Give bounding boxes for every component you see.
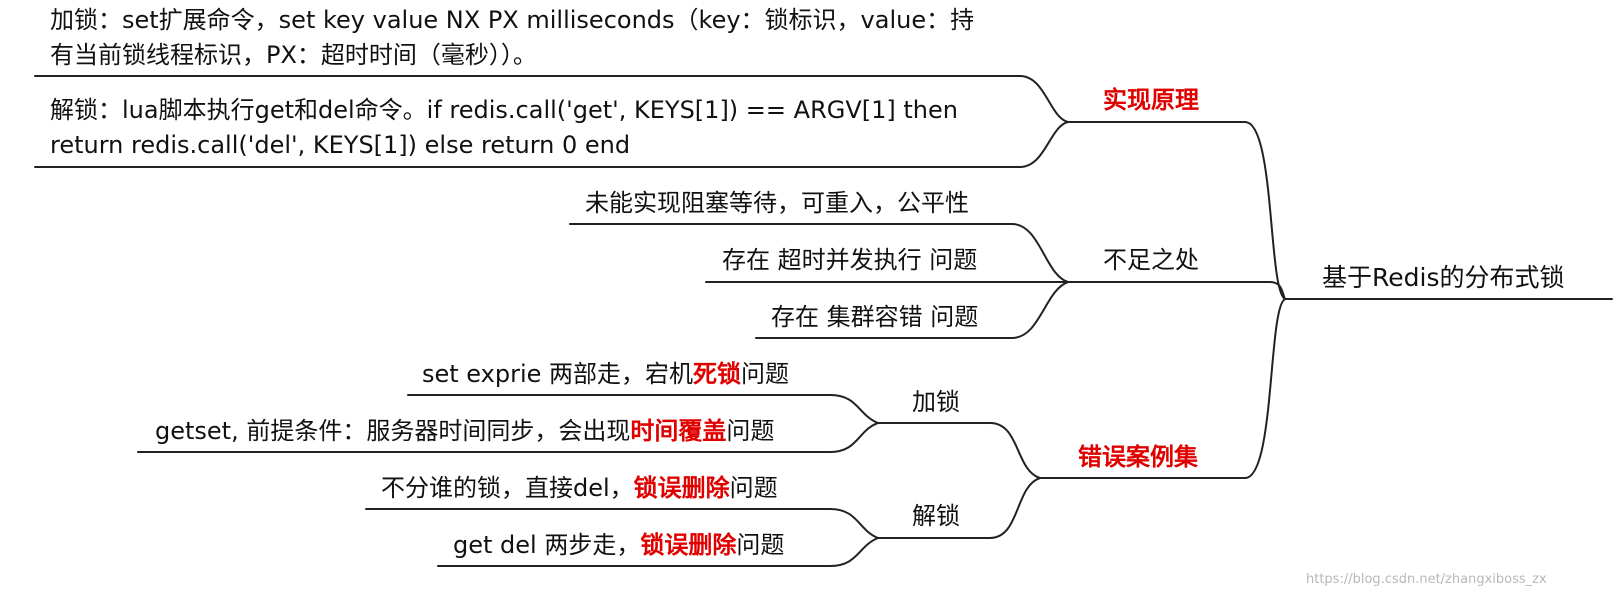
unlock-mistake-1-post: 问题 xyxy=(729,474,778,502)
lock-mistake-item-2: getset, 前提条件：服务器时间同步，会出现时间覆盖问题 xyxy=(155,413,774,449)
connector-short-3 xyxy=(1011,281,1069,339)
connector-unlock-1 xyxy=(829,508,879,539)
unlock-principle-line-1: 解锁：lua脚本执行get和del命令。if redis.call('get',… xyxy=(50,96,958,124)
shortcoming-item-1: 未能实现阻塞等待，可重入，公平性 xyxy=(585,189,969,217)
connector-root-principle xyxy=(1244,121,1286,300)
unlock-mistake-2-post: 问题 xyxy=(736,531,785,559)
mistake-group-unlock: 解锁 xyxy=(912,502,960,530)
connector-principle-lock xyxy=(1019,75,1069,123)
unlock-mistake-2-pre: get del 两步走， xyxy=(453,531,641,559)
connector-principle-unlock xyxy=(1019,121,1069,168)
unlock-mistake-item-2: get del 两步走，锁误删除问题 xyxy=(453,527,784,563)
connector-unlock-2 xyxy=(829,537,879,567)
watermark-text: https://blog.csdn.net/zhangxiboss_zx xyxy=(1306,572,1547,587)
unlock-mistake-2-highlight: 锁误删除 xyxy=(640,531,737,559)
lock-mistake-1-highlight: 死锁 xyxy=(693,360,742,388)
lock-mistake-2-highlight: 时间覆盖 xyxy=(630,417,727,445)
lock-mistake-1-post: 问题 xyxy=(741,360,790,388)
connector-mistakes-lock xyxy=(989,422,1041,479)
connector-lock-2 xyxy=(829,422,879,453)
root-node: 基于Redis的分布式锁 xyxy=(1322,263,1565,292)
unlock-mistake-item-1: 不分谁的锁，直接del，锁误删除问题 xyxy=(381,470,778,506)
branch-mistakes: 错误案例集 xyxy=(1078,443,1198,471)
branch-principle: 实现原理 xyxy=(1103,86,1199,114)
lock-mistake-1-pre: set exprie 两部走，宕机 xyxy=(422,360,694,388)
connector-root-shortcomings xyxy=(1269,281,1286,300)
connector-short-1 xyxy=(1011,223,1069,283)
lock-mistake-2-post: 问题 xyxy=(726,417,775,445)
unlock-principle-line-2: return redis.call('del', KEYS[1]) else r… xyxy=(50,131,631,159)
branch-shortcomings: 不足之处 xyxy=(1103,246,1199,274)
connector-mistakes-unlock xyxy=(989,477,1041,539)
connector-lock-1 xyxy=(829,394,879,424)
shortcoming-item-2: 存在 超时并发执行 问题 xyxy=(722,246,978,274)
lock-mistake-item-1: set exprie 两部走，宕机死锁问题 xyxy=(422,356,789,392)
connector-root-mistakes xyxy=(1244,298,1286,479)
mistake-group-lock: 加锁 xyxy=(912,388,960,416)
lock-principle-line-2: 有当前锁线程标识，PX：超时时间（毫秒））。 xyxy=(50,41,537,69)
lock-principle-line-1: 加锁：set扩展命令，set key value NX PX milliseco… xyxy=(50,6,975,34)
shortcoming-item-3: 存在 集群容错 问题 xyxy=(771,303,979,331)
unlock-mistake-1-pre: 不分谁的锁，直接del， xyxy=(381,474,634,502)
lock-mistake-2-pre: getset, 前提条件：服务器时间同步，会出现 xyxy=(155,417,631,445)
unlock-mistake-1-highlight: 锁误删除 xyxy=(633,474,730,502)
